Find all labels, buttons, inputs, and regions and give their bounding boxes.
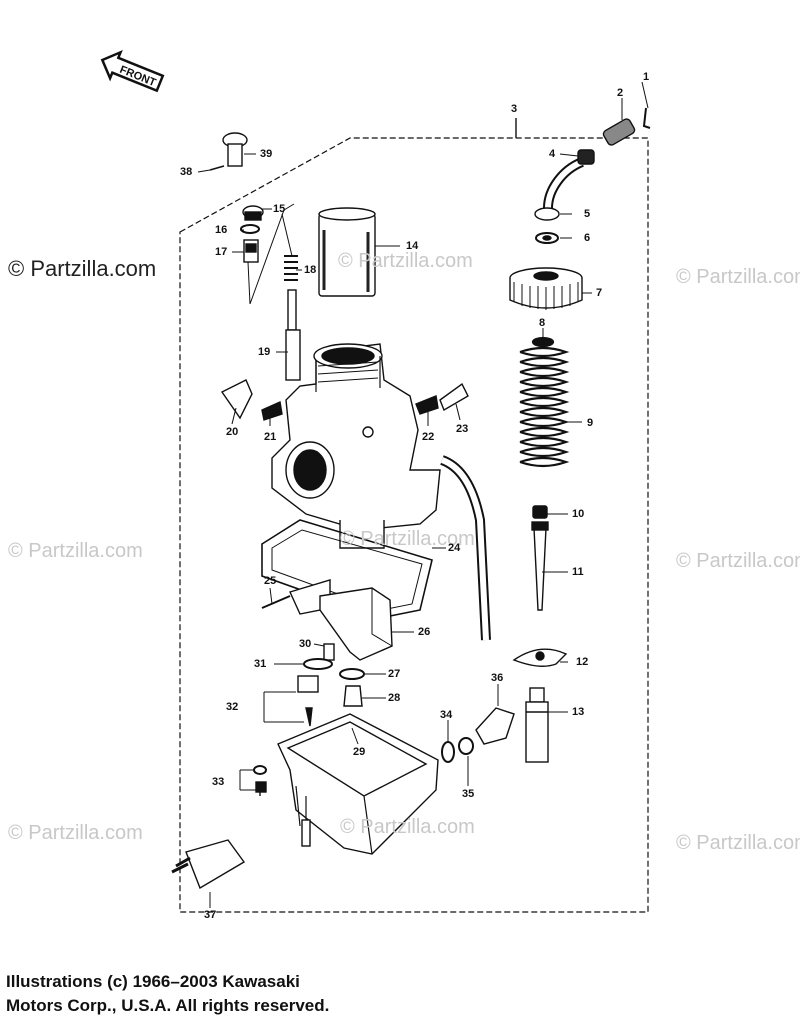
- callout-29: 29: [353, 746, 366, 758]
- callout-24: 24: [448, 542, 461, 554]
- callout-10: 10: [572, 508, 585, 520]
- callout-35: 35: [462, 788, 475, 800]
- callout-7: 7: [596, 287, 603, 299]
- callout-21: 21: [264, 431, 277, 443]
- watermark-right-top: © Partzilla.com: [676, 266, 800, 288]
- callout-16: 16: [215, 224, 228, 236]
- callout-25: 25: [264, 575, 277, 587]
- jet-part-28: [343, 685, 363, 707]
- oring-part-27: [339, 668, 365, 680]
- callout-17: 17: [215, 246, 228, 258]
- callout-31: 31: [254, 658, 267, 670]
- screw-part-15: [242, 205, 264, 221]
- clip-part-10: [532, 505, 548, 519]
- watermark-right-mid: © Partzilla.com: [676, 550, 800, 572]
- watermark-center-mid: © Partzilla.com: [340, 528, 475, 550]
- carb-body: [271, 343, 441, 549]
- fitting-part-36: [475, 707, 515, 745]
- float-part-26: [289, 579, 393, 661]
- washer-part-31: [303, 658, 333, 670]
- callout-20: 20: [226, 426, 239, 438]
- spring-part-22: [415, 395, 439, 415]
- holder-part-17: [243, 239, 259, 263]
- callout-14: 14: [406, 240, 419, 252]
- copyright-footer: Illustrations (c) 1966–2003 Kawasaki Mot…: [6, 970, 329, 1018]
- jet-part-32: [297, 675, 319, 693]
- watermark-left-mid: © Partzilla.com: [8, 540, 143, 562]
- callout-9: 9: [587, 417, 594, 429]
- callout-32: 32: [226, 701, 239, 713]
- ring-part-16: [240, 224, 260, 234]
- watermark-left-bottom: © Partzilla.com: [8, 822, 143, 844]
- callout-6: 6: [584, 232, 591, 244]
- pin-part-32b: [305, 707, 313, 727]
- slide-part-14: [318, 207, 376, 297]
- filter-part-37: [171, 839, 246, 890]
- callout-26: 26: [418, 626, 431, 638]
- callout-22: 22: [422, 431, 435, 443]
- tube-part-13: [525, 687, 549, 763]
- watermark-left: © Partzilla.com: [8, 256, 157, 281]
- callout-1: 1: [643, 71, 650, 83]
- front-arrow: FRONT: [96, 40, 168, 104]
- assembly-boundary: [179, 137, 649, 913]
- callout-38: 38: [180, 166, 193, 178]
- jet-part-30: [323, 643, 335, 661]
- callout-34: 34: [440, 709, 453, 721]
- callout-18: 18: [304, 264, 317, 276]
- cap-part-2: [602, 118, 636, 146]
- callout-28: 28: [388, 692, 401, 704]
- spring-part-9: [519, 336, 570, 468]
- callout-11: 11: [572, 566, 584, 578]
- knob-part-39: [222, 132, 248, 167]
- fitting-part-5b: [534, 207, 560, 221]
- callout-15: 15: [273, 203, 286, 215]
- callout-13: 13: [572, 706, 585, 718]
- watermark-center-top: © Partzilla.com: [338, 250, 473, 272]
- footer-line-2: Motors Corp., U.S.A. All rights reserved…: [6, 996, 330, 1015]
- callout-37: 37: [204, 909, 217, 921]
- watermark-center-bottom: © Partzilla.com: [340, 816, 475, 838]
- float-bowl: [277, 713, 439, 855]
- callout-5: 5: [584, 208, 591, 220]
- pin-part-38: [209, 165, 225, 171]
- callout-23: 23: [456, 423, 469, 435]
- bolt-part-33: [253, 765, 267, 796]
- callout-36: 36: [491, 672, 504, 684]
- oring-part-34: [441, 741, 455, 763]
- callout-27: 27: [388, 668, 401, 680]
- top-cap-part-7: [509, 267, 583, 310]
- needle-part-11: [533, 527, 547, 611]
- callout-4: 4: [549, 148, 556, 160]
- spring-part-21: [261, 400, 283, 421]
- spring-part-18: [284, 255, 298, 281]
- callout-2: 2: [617, 87, 624, 99]
- nut-part-4: [577, 149, 595, 165]
- callout-12: 12: [576, 656, 589, 668]
- carburetor-exploded-diagram: [171, 81, 651, 913]
- washer-part-35: [458, 737, 474, 755]
- jet-part-19: [285, 289, 301, 381]
- screw-part-20: [220, 379, 253, 420]
- pin-part-25: [261, 595, 291, 609]
- callout-39: 39: [260, 148, 273, 160]
- callout-33: 33: [212, 776, 225, 788]
- footer-line-1: Illustrations (c) 1966–2003 Kawasaki: [6, 972, 300, 991]
- callout-3: 3: [511, 103, 518, 115]
- clip-part-1: [642, 107, 651, 129]
- gasket-part-24: [261, 519, 433, 619]
- callout-30: 30: [299, 638, 312, 650]
- callout-19: 19: [258, 346, 271, 358]
- screw-part-23: [439, 382, 469, 412]
- watermark-right-bottom: © Partzilla.com: [676, 832, 800, 854]
- callout-8: 8: [539, 317, 546, 329]
